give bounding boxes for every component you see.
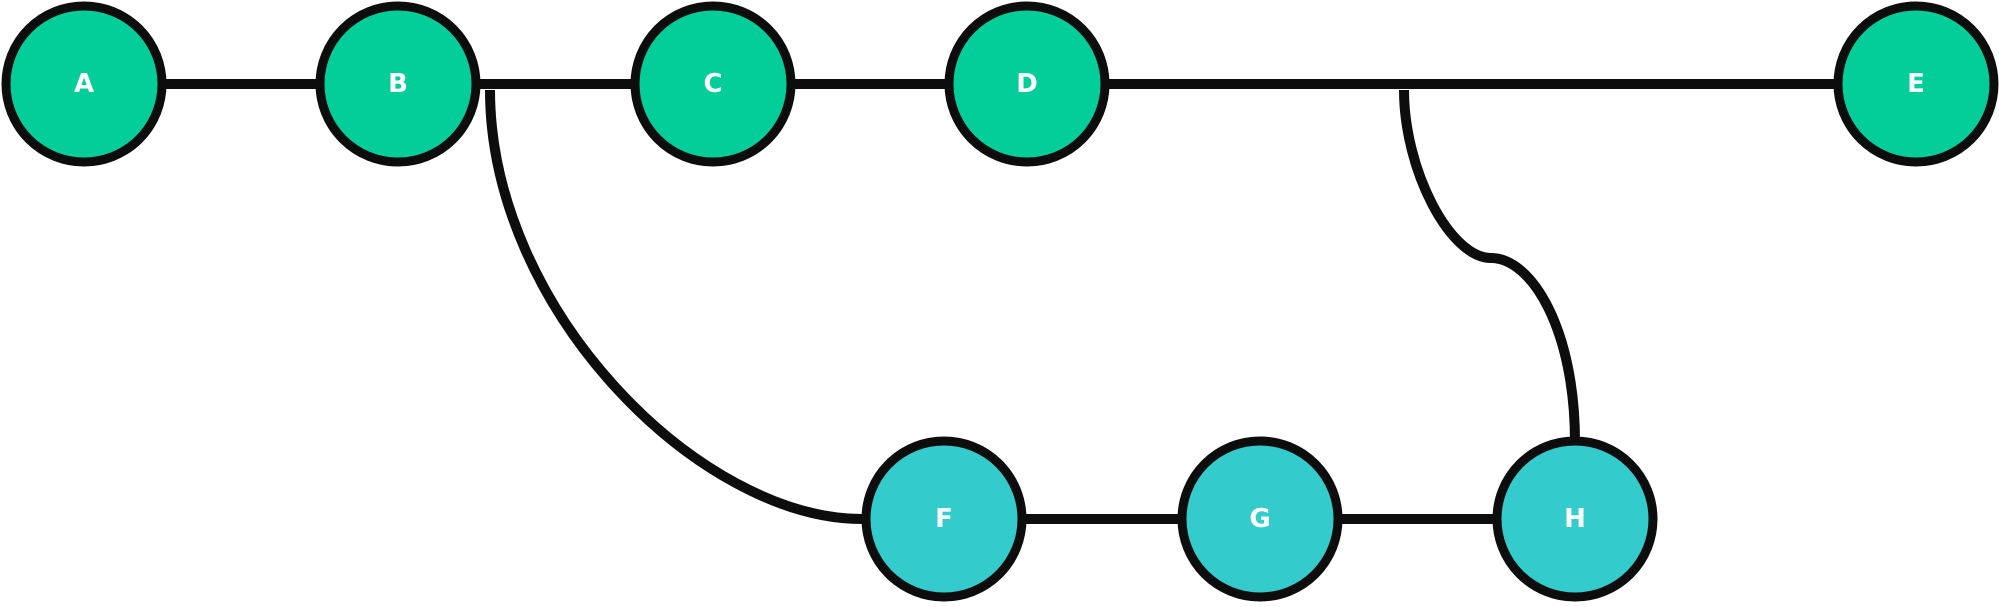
edge-branch-b-to-f [485,89,863,524]
commit-node-g[interactable]: G [1177,436,1343,602]
commit-label: C [703,69,722,99]
commit-node-e[interactable]: E [1833,1,1999,167]
commit-node-h[interactable]: H [1492,436,1658,602]
commit-node-a[interactable]: A [1,1,167,167]
commit-label: B [388,69,408,99]
commit-label: G [1249,504,1270,534]
commit-node-f[interactable]: F [861,436,1027,602]
commit-node-b[interactable]: B [315,1,481,167]
edge-merge-h-to-d [1399,89,1580,443]
commit-label: A [74,69,94,99]
commit-label: D [1016,69,1038,99]
commit-node-c[interactable]: C [630,1,796,167]
commit-label: E [1907,69,1925,99]
commit-node-d[interactable]: D [944,1,1110,167]
commit-label: F [935,504,953,534]
commit-label: H [1564,504,1586,534]
